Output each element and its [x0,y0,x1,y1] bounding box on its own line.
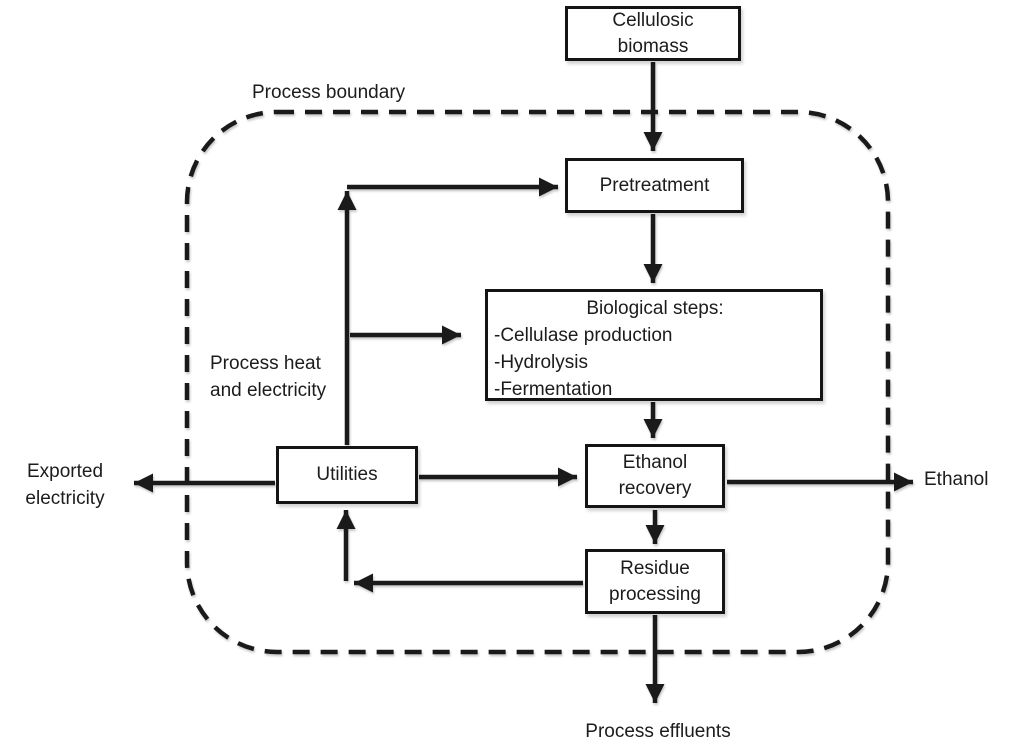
process-boundary-outline [184,109,891,655]
biological-steps-title: Biological steps: [586,298,724,319]
node-biological-steps: Biological steps: -Cellulase production … [485,289,823,401]
process-effluents-label: Process effluents [585,721,731,742]
node-utilities: Utilities [276,446,418,504]
biological-steps-item-fermentation: -Fermentation [494,379,613,400]
process-boundary-label: Process boundary [252,82,406,103]
node-pretreatment: Pretreatment [565,158,744,213]
node-ethanol-recovery: Ethanol recovery [585,444,725,508]
ethanol-output-label: Ethanol [924,469,989,490]
node-label: Ethanol recovery [618,452,692,499]
node-cellulosic-biomass: Cellulosic biomass [565,6,741,61]
node-label: Cellulosic biomass [612,9,694,57]
node-label: Pretreatment [599,174,710,196]
node-residue-processing: Residue processing [585,549,725,614]
exported-electricity-label: Exported electricity [25,461,105,509]
biological-steps-item-hydrolysis: -Hydrolysis [494,352,588,373]
node-label: Utilities [316,464,378,485]
biological-steps-item-cellulase: -Cellulase production [494,325,673,346]
node-label: Residue processing [609,557,701,605]
process-heat-label: Process heat and electricity [210,353,327,401]
